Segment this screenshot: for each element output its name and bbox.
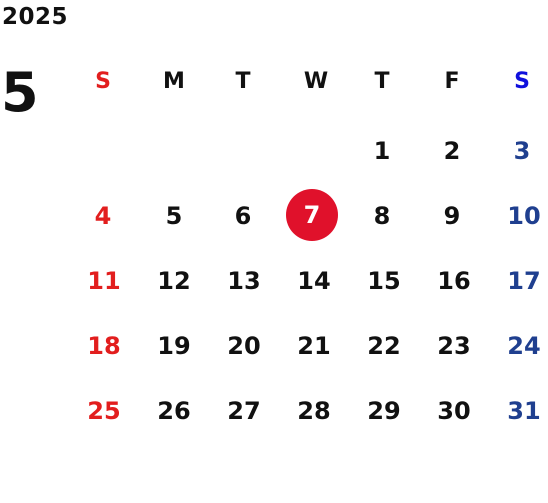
day-cell[interactable]: 26 (157, 397, 191, 425)
weekday-tuesday: T (235, 69, 251, 94)
day-cell[interactable]: 24 (507, 332, 541, 360)
weekday-saturday: S (514, 69, 530, 94)
day-cell[interactable]: 8 (373, 202, 391, 230)
day-cell[interactable]: 4 (94, 202, 112, 230)
day-cell[interactable]: 28 (297, 397, 331, 425)
day-cell[interactable]: 10 (507, 202, 541, 230)
day-cell[interactable]: 21 (297, 332, 331, 360)
day-cell[interactable]: 15 (367, 267, 401, 295)
today-highlight-circle (286, 189, 338, 241)
day-cell[interactable]: 16 (437, 267, 471, 295)
day-cell[interactable]: 2 (443, 137, 461, 165)
day-cell[interactable]: 20 (227, 332, 261, 360)
day-cell[interactable]: 1 (373, 137, 391, 165)
weekday-wednesday: W (303, 69, 329, 94)
year-label: 2025 (2, 4, 69, 30)
day-cell[interactable]: 11 (87, 267, 121, 295)
day-cell[interactable]: 9 (443, 202, 461, 230)
day-cell[interactable]: 30 (437, 397, 471, 425)
day-cell[interactable]: 6 (234, 202, 252, 230)
day-cell[interactable]: 31 (507, 397, 541, 425)
day-cell[interactable]: 27 (227, 397, 261, 425)
month-label: 5 (1, 61, 39, 124)
day-cell[interactable]: 18 (87, 332, 121, 360)
day-cell[interactable]: 23 (437, 332, 471, 360)
day-cell[interactable]: 17 (507, 267, 541, 295)
day-cell-today[interactable]: 7 (303, 201, 321, 229)
day-cell[interactable]: 22 (367, 332, 401, 360)
day-cell[interactable]: 19 (157, 332, 191, 360)
day-cell[interactable]: 3 (513, 137, 531, 165)
day-cell[interactable]: 14 (297, 267, 331, 295)
weekday-sunday: S (95, 69, 111, 94)
day-cell[interactable]: 5 (165, 202, 183, 230)
weekday-thursday: T (374, 69, 390, 94)
day-cell[interactable]: 25 (87, 397, 121, 425)
day-cell[interactable]: 13 (227, 267, 261, 295)
day-cell[interactable]: 29 (367, 397, 401, 425)
weekday-monday: M (163, 69, 185, 94)
weekday-friday: F (444, 69, 460, 94)
day-cell[interactable]: 12 (157, 267, 191, 295)
